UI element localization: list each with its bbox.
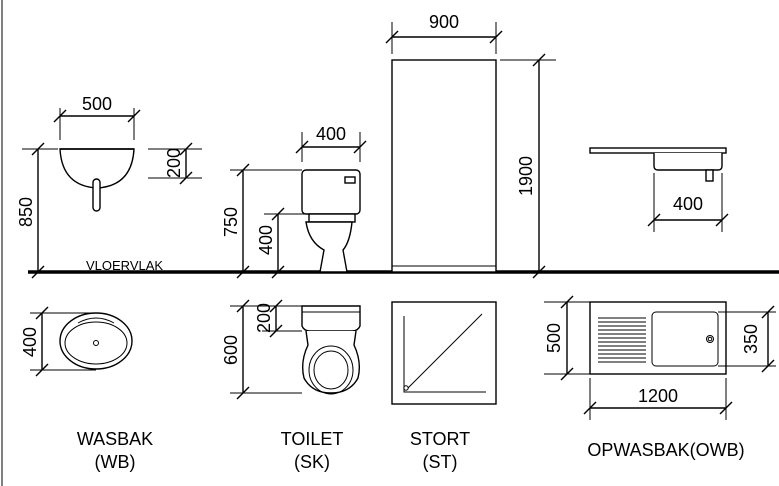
owb-plan-depth-dim: 500 xyxy=(544,295,590,381)
toilet-seat-height-dim: 400 xyxy=(256,207,309,279)
owb-drainboard-ribs xyxy=(598,317,646,363)
owb-plan xyxy=(589,301,727,375)
toilet-tank-width-value: 400 xyxy=(316,124,346,144)
toilet-plan-depth-dim: 600 xyxy=(221,299,302,400)
toilet-plan-depth-value: 600 xyxy=(221,335,241,365)
toilet-bowl xyxy=(305,221,353,273)
wasbak-pipe xyxy=(92,178,101,212)
wasbak-elevation xyxy=(59,148,135,212)
stort-width-dim: 900 xyxy=(385,12,503,54)
toilet-height-dim: 750 xyxy=(221,163,302,279)
toilet-height-value: 750 xyxy=(221,207,241,237)
wasbak-height-value: 850 xyxy=(16,197,36,227)
toilet-seat-height-value: 400 xyxy=(256,225,276,255)
stort-plan xyxy=(391,301,497,405)
wasbak-name: WASBAK xyxy=(77,429,153,449)
owb-plan-bowl xyxy=(651,311,719,367)
floor-label: VLOERVLAK xyxy=(86,258,163,273)
owb-plan-bowl-value: 350 xyxy=(741,324,761,354)
toilet-plan-tank-value: 200 xyxy=(254,303,274,333)
wasbak-plan-depth-value: 400 xyxy=(20,327,40,357)
stort-height-dim: 1900 xyxy=(500,53,556,279)
wasbak-depth-value: 200 xyxy=(164,148,184,178)
owb-plan-width-value: 1200 xyxy=(638,386,678,406)
wasbak-code: (WB) xyxy=(95,452,136,472)
owb-bowl xyxy=(653,153,723,171)
stort-height-value: 1900 xyxy=(516,156,536,196)
wasbak-plan xyxy=(59,312,133,370)
owb-plan-depth-value: 500 xyxy=(544,323,564,353)
stort-panel xyxy=(391,59,497,273)
toilet-plan-tank-dim: 200 xyxy=(254,299,302,338)
owb-bowl-width-value: 400 xyxy=(673,194,703,214)
wasbak-height-dim: 850 xyxy=(16,142,58,279)
owb-elevation xyxy=(589,147,727,182)
owb-name: OPWASBAK(OWB) xyxy=(587,440,744,460)
wasbak-width-dim: 500 xyxy=(53,94,141,140)
stort-width-value: 900 xyxy=(429,12,459,32)
owb-bowl-width-dim: 400 xyxy=(647,173,729,232)
owb-drain xyxy=(705,169,714,182)
toilet-tank-width-dim: 400 xyxy=(295,124,367,162)
stort-elevation xyxy=(391,59,497,273)
stort-name: STORT xyxy=(410,429,470,449)
toilet-elevation xyxy=(301,169,361,273)
stort-code: (ST) xyxy=(423,452,458,472)
toilet-name: TOILET xyxy=(281,429,344,449)
wasbak-plan-depth-dim: 400 xyxy=(20,306,96,377)
toilet-seat xyxy=(308,213,356,223)
toilet-plan-bowl xyxy=(301,330,361,394)
owb-counter xyxy=(589,147,727,154)
owb-plan-bowl-dim: 350 xyxy=(718,305,776,373)
wasbak-width-value: 500 xyxy=(82,94,112,114)
wasbak-depth-dim: 200 xyxy=(148,142,202,185)
toilet-plan xyxy=(301,305,361,395)
toilet-plan-tank xyxy=(301,305,361,332)
owb-plan-width-dim: 1200 xyxy=(583,378,733,420)
toilet-code: (SK) xyxy=(294,452,330,472)
